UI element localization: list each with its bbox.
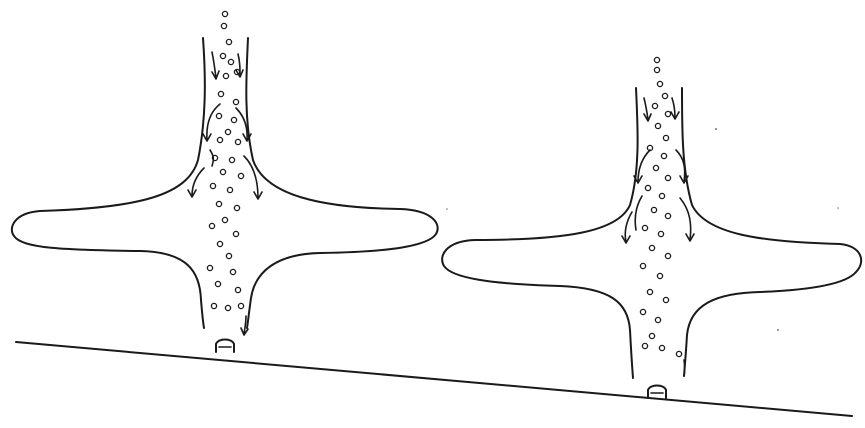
arrow-icon xyxy=(635,196,642,230)
vent-icon xyxy=(648,386,666,399)
bubble xyxy=(235,287,240,292)
arrow-icon xyxy=(671,98,679,119)
bubble xyxy=(662,93,667,98)
bubble xyxy=(658,231,663,236)
plume-right-outline-left xyxy=(442,88,637,378)
bubble xyxy=(642,225,647,230)
bubble xyxy=(654,67,659,72)
bubble xyxy=(655,123,660,128)
bubble xyxy=(222,11,227,16)
bubble xyxy=(652,103,657,108)
bubble xyxy=(663,297,668,302)
bubble xyxy=(676,351,681,356)
bubble xyxy=(225,305,230,310)
bubble xyxy=(216,201,221,206)
plume-left-outline-right xyxy=(246,38,437,328)
bubble xyxy=(216,113,221,118)
bubble xyxy=(217,241,222,246)
bubble xyxy=(651,207,656,212)
plume-left-arrows xyxy=(188,52,262,335)
bubble xyxy=(640,309,645,314)
plume-right-outline-right xyxy=(682,88,861,376)
bubble xyxy=(649,245,654,250)
bubble xyxy=(640,263,645,268)
bubble xyxy=(220,169,225,174)
arrow-icon xyxy=(644,98,651,121)
bubble xyxy=(218,91,223,96)
bubble xyxy=(645,185,650,190)
bubble xyxy=(225,129,230,134)
arrow-icon xyxy=(676,150,688,183)
bubble xyxy=(649,333,654,338)
plume-right xyxy=(442,57,861,398)
bubble xyxy=(231,117,236,122)
bubble xyxy=(642,343,647,348)
bubble xyxy=(217,137,222,142)
plume-left-outline-left xyxy=(12,38,205,328)
bubble xyxy=(230,269,235,274)
arrow-icon xyxy=(210,150,213,166)
plume-left xyxy=(12,11,438,352)
bubble xyxy=(222,217,227,222)
bubble xyxy=(661,153,666,158)
arrow-icon xyxy=(188,168,204,197)
bubble xyxy=(207,265,212,270)
bubble xyxy=(233,231,238,236)
bubble xyxy=(228,59,233,64)
bubble xyxy=(659,345,664,350)
bubble xyxy=(233,99,238,104)
sloping-seafloor-line xyxy=(16,342,852,416)
bubble xyxy=(665,253,670,258)
bubble xyxy=(215,281,220,286)
bubble xyxy=(235,139,240,144)
bubble xyxy=(654,57,659,62)
bubble xyxy=(211,303,216,308)
bubble xyxy=(657,273,662,278)
arrow-icon xyxy=(684,360,685,376)
bubble xyxy=(655,317,660,322)
bubble xyxy=(238,303,243,308)
bubble xyxy=(653,165,658,170)
bubble xyxy=(227,187,232,192)
plume-right-bubbles xyxy=(640,57,681,356)
arrow-icon xyxy=(203,104,220,141)
vent-icon xyxy=(216,340,234,353)
bubble xyxy=(657,81,662,86)
bubble xyxy=(665,111,670,116)
bubble xyxy=(665,175,670,180)
arrow-icon xyxy=(212,52,219,79)
bubble xyxy=(229,157,234,162)
bubble xyxy=(220,53,225,58)
bubble xyxy=(221,23,226,28)
bubble xyxy=(223,73,228,78)
bubble xyxy=(659,193,664,198)
bubble xyxy=(663,135,668,140)
bubble xyxy=(226,253,231,258)
bubble xyxy=(210,183,215,188)
bubble xyxy=(209,223,214,228)
bubble xyxy=(647,289,652,294)
bubble xyxy=(238,173,243,178)
bubble xyxy=(234,205,239,210)
bubble xyxy=(665,213,670,218)
bubble xyxy=(226,39,231,44)
arrow-icon xyxy=(622,212,632,243)
